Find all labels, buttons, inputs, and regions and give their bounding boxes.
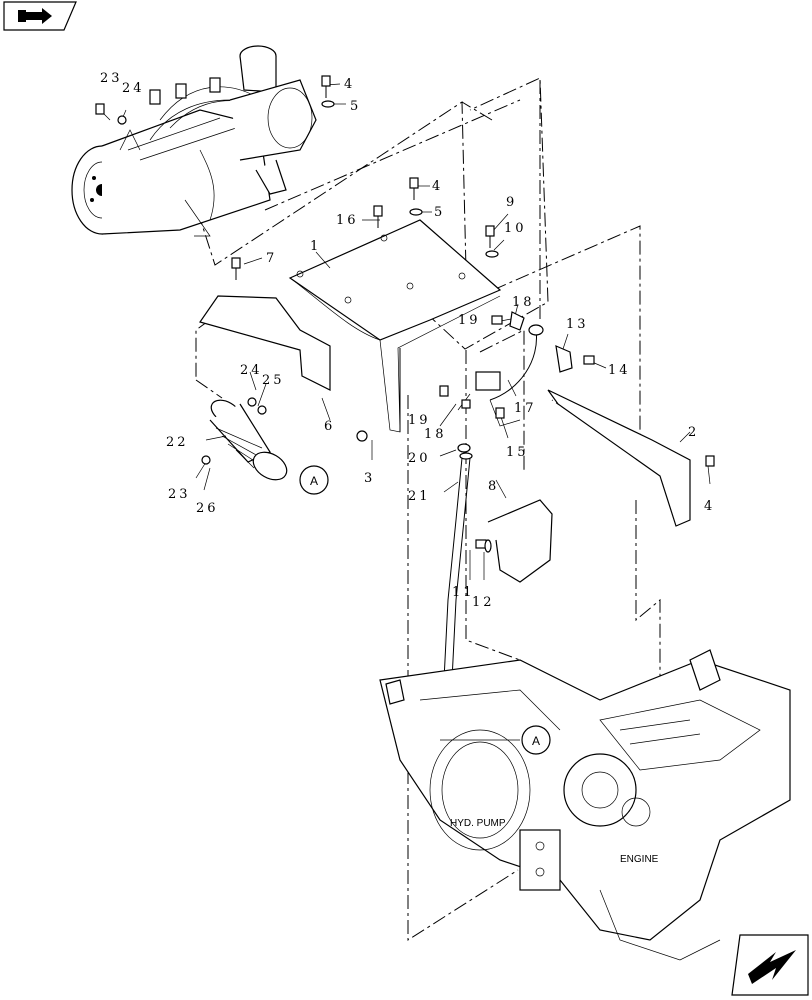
long-bracket	[547, 389, 691, 527]
back-arrow-icon[interactable]	[731, 934, 809, 996]
callout-2: 2	[688, 425, 699, 440]
callout-19: 19	[458, 313, 481, 328]
callout-18: 18	[424, 427, 447, 442]
support-rod	[399, 329, 537, 432]
callout-16: 16	[336, 213, 359, 228]
reference-marker-a-engine: A	[521, 725, 551, 755]
callout-25: 25	[262, 373, 285, 388]
callout-5: 5	[350, 99, 361, 114]
reference-a-label: A	[310, 474, 318, 488]
hyd-pump-label: HYD. PUMP	[450, 818, 506, 829]
callout-11: 11	[452, 585, 475, 600]
callout-10: 10	[504, 221, 527, 236]
reference-a-label: A	[532, 734, 540, 748]
fasteners	[95, 75, 715, 553]
callout-3: 3	[364, 471, 375, 486]
callout-4: 4	[704, 499, 715, 514]
callout-5: 5	[434, 205, 445, 220]
callout-17: 17	[514, 401, 537, 416]
engine-assembly	[379, 649, 791, 961]
callout-23: 23	[100, 71, 123, 86]
callout-6: 6	[324, 419, 335, 434]
book-arrow-icon[interactable]	[3, 1, 77, 31]
reference-marker-a-top: A	[299, 465, 329, 495]
flex-exhaust-pipe	[209, 399, 288, 481]
callout-1: 1	[310, 239, 321, 254]
support-bracket	[487, 499, 553, 583]
callout-4: 4	[344, 77, 355, 92]
callout-22: 22	[166, 435, 189, 450]
callout-19: 19	[408, 413, 431, 428]
callout-14: 14	[608, 363, 631, 378]
callout-24: 24	[122, 81, 145, 96]
callout-15: 15	[506, 445, 529, 460]
muffler-assembly	[71, 45, 317, 237]
engine-label: ENGINE	[620, 854, 659, 865]
callout-7: 7	[266, 251, 277, 266]
callout-21: 21	[408, 489, 431, 504]
mounting-plate	[288, 219, 502, 433]
callout-4: 4	[432, 179, 443, 194]
callout-9: 9	[506, 195, 517, 210]
callout-8: 8	[488, 479, 499, 494]
callout-12: 12	[472, 595, 495, 610]
callout-26: 26	[196, 501, 219, 516]
drain-hose	[443, 452, 473, 681]
callout-18: 18	[512, 295, 535, 310]
callout-24: 24	[240, 363, 263, 378]
callout-20: 20	[408, 451, 431, 466]
callout-23: 23	[168, 487, 191, 502]
callout-13: 13	[566, 317, 589, 332]
heat-shield	[199, 295, 331, 391]
callout-numbers: 23 24 4 5 4 5 16 9 10 7 1 18 19 13 14 24…	[100, 71, 715, 610]
